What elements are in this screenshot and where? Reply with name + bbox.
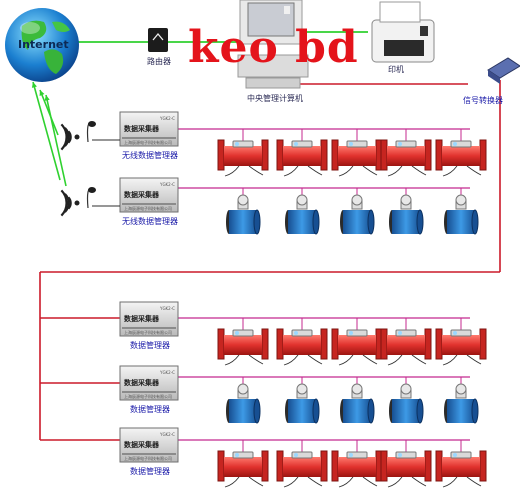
blue-flow-meter-icon xyxy=(285,194,320,235)
wifi-icon xyxy=(60,189,80,217)
arrow-wireless-2 xyxy=(32,81,61,181)
box-title: 数据采集器 xyxy=(124,379,159,387)
printer-label: 印机 xyxy=(388,65,404,74)
red-flow-meter-icon xyxy=(276,450,328,488)
blue-flow-meter-icon xyxy=(226,383,261,424)
red-flow-meter-icon xyxy=(331,139,383,177)
red-flow-meter-icon xyxy=(276,139,328,177)
red-flow-meter-icon xyxy=(435,139,487,177)
wifi-icon xyxy=(60,123,80,151)
box-maker: 上海辰源电子科技有限公司 xyxy=(124,206,172,211)
red-flow-meter-icon xyxy=(380,139,432,177)
globe-icon xyxy=(5,8,79,82)
red-flow-meter-icon xyxy=(217,328,269,366)
box-maker: 上海辰源电子科技有限公司 xyxy=(124,330,172,335)
computer-label: 中央管理计算机 xyxy=(247,94,303,103)
box-label-2: 无线数据管理器 xyxy=(122,217,178,226)
antenna-icon xyxy=(86,187,96,209)
box-label-1: 无线数据管理器 xyxy=(122,151,178,160)
overlay-watermark-text: keo bd xyxy=(188,22,359,73)
arrow-wireless-2-head xyxy=(31,82,37,88)
blue-flow-meter-icon xyxy=(444,383,479,424)
data-manager-box-2 xyxy=(119,177,179,213)
antenna-icon xyxy=(86,121,96,143)
arrow-wireless-3 xyxy=(45,94,67,187)
blue-flow-meter-icon xyxy=(340,194,375,235)
box-label-4: 数据管理器 xyxy=(130,405,170,414)
printer-icon xyxy=(371,1,435,63)
box-label-3: 数据管理器 xyxy=(130,341,170,350)
box-model: YGK2-C xyxy=(160,370,175,375)
box-model: YGK2-C xyxy=(160,306,175,311)
red-flow-meter-icon xyxy=(217,139,269,177)
blue-flow-meter-icon xyxy=(444,194,479,235)
red-flow-meter-icon xyxy=(435,450,487,488)
box-maker: 上海辰源电子科技有限公司 xyxy=(124,456,172,461)
blue-flow-meter-icon xyxy=(226,194,261,235)
arrow-wireless-1-head xyxy=(39,90,45,96)
red-flow-meter-icon xyxy=(331,450,383,488)
box-model: YGK2-C xyxy=(160,182,175,187)
box-title: 数据采集器 xyxy=(124,125,159,133)
arrow-wireless-3-head xyxy=(44,95,50,101)
converter-icon xyxy=(487,57,520,84)
computer-icon xyxy=(237,0,309,89)
blue-flow-meter-icon xyxy=(340,383,375,424)
box-title: 数据采集器 xyxy=(124,441,159,449)
arrow-wireless-1 xyxy=(39,89,59,136)
red-flow-meter-icon xyxy=(276,328,328,366)
box-maker: 上海辰源电子科技有限公司 xyxy=(124,394,172,399)
router-icon xyxy=(148,28,168,52)
box-maker: 上海辰源电子科技有限公司 xyxy=(124,140,172,145)
box-model: YGK2-C xyxy=(160,116,175,121)
red-flow-meter-icon xyxy=(331,328,383,366)
box-title: 数据采集器 xyxy=(124,315,159,323)
data-manager-box-3 xyxy=(119,301,179,337)
blue-flow-meter-icon xyxy=(285,383,320,424)
internet-label: Internet xyxy=(18,38,69,51)
red-flow-meter-icon xyxy=(380,328,432,366)
box-model: YGK2-C xyxy=(160,432,175,437)
blue-flow-meter-icon xyxy=(389,194,424,235)
box-title: 数据采集器 xyxy=(124,191,159,199)
red-flow-meter-icon xyxy=(217,450,269,488)
blue-flow-meter-icon xyxy=(389,383,424,424)
data-manager-box-1 xyxy=(119,111,179,147)
router-label: 路由器 xyxy=(147,57,171,66)
converter-label: 信号转换器 xyxy=(463,96,503,105)
box-label-5: 数据管理器 xyxy=(130,467,170,476)
data-manager-box-4 xyxy=(119,365,179,401)
red-flow-meter-icon xyxy=(435,328,487,366)
red-flow-meter-icon xyxy=(380,450,432,488)
data-manager-box-5 xyxy=(119,427,179,463)
